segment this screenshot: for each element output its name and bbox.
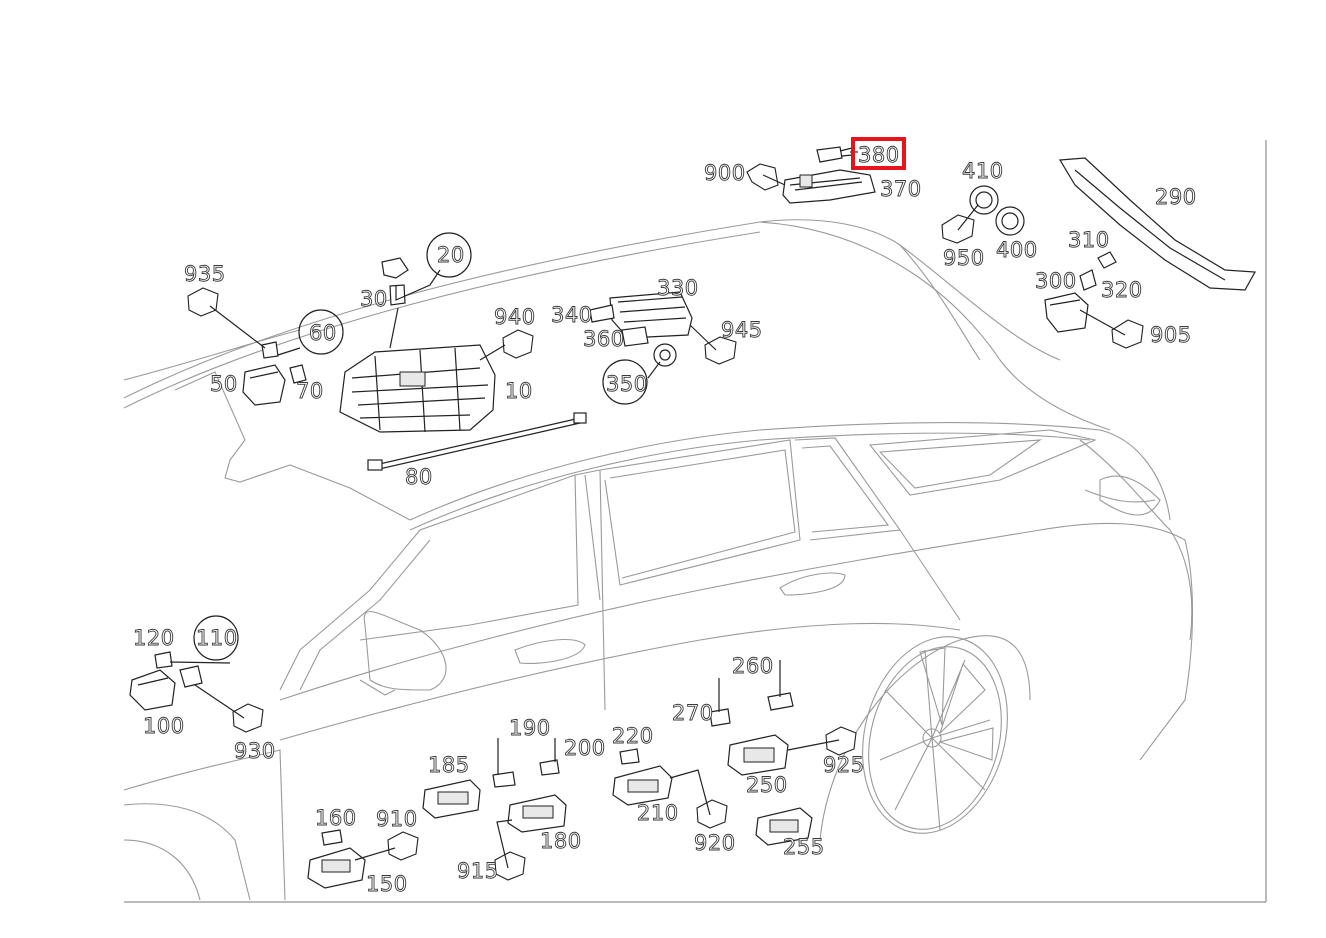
part-925-drawing	[825, 726, 857, 756]
part-945-drawing	[704, 336, 737, 365]
label-935[interactable]: 935	[184, 262, 226, 287]
part-labels: 900 380 370 410 290 310 400 950 300 320 …	[133, 143, 1197, 897]
highlight-box-380	[851, 137, 906, 170]
label-370[interactable]: 370	[880, 177, 922, 202]
label-210[interactable]: 210	[637, 801, 679, 826]
label-270[interactable]: 270	[672, 701, 714, 726]
part-935-drawing	[187, 287, 219, 317]
label-920[interactable]: 920	[694, 831, 736, 856]
label-330[interactable]: 330	[657, 276, 699, 301]
label-290[interactable]: 290	[1155, 185, 1197, 210]
part-300-drawing	[1044, 292, 1089, 333]
part-350-drawing	[653, 343, 677, 367]
part-320-drawing	[1079, 269, 1097, 291]
part-110-drawing	[179, 665, 203, 688]
part-10-drawing	[339, 344, 496, 433]
part-270-drawing	[709, 708, 731, 727]
part-915-drawing	[494, 851, 526, 881]
label-940[interactable]: 940	[494, 305, 536, 330]
label-900[interactable]: 900	[704, 161, 746, 186]
part-180-drawing	[507, 794, 567, 833]
part-360-drawing	[621, 326, 649, 347]
label-185[interactable]: 185	[428, 753, 470, 778]
label-70[interactable]: 70	[296, 379, 324, 404]
label-circles	[193, 232, 648, 661]
label-945[interactable]: 945	[721, 318, 763, 343]
part-900-drawing	[746, 163, 779, 191]
part-290-drawing	[1058, 157, 1256, 291]
part-330-drawing	[609, 291, 693, 339]
label-160[interactable]: 160	[315, 806, 357, 831]
part-50-drawing	[242, 364, 286, 406]
part-340-drawing	[589, 304, 615, 323]
part-400-drawing	[995, 206, 1025, 236]
part-70-drawing	[289, 364, 307, 384]
label-60[interactable]: 60	[309, 321, 337, 346]
part-930-drawing	[232, 703, 264, 733]
label-320[interactable]: 320	[1101, 278, 1143, 303]
label-400[interactable]: 400	[996, 238, 1038, 263]
label-220[interactable]: 220	[612, 724, 654, 749]
part-60-drawing	[261, 341, 279, 359]
part-950-drawing	[941, 214, 975, 244]
part-905-drawing	[1111, 319, 1144, 349]
car-outline	[123, 219, 1194, 901]
part-370-drawing	[782, 169, 876, 204]
part-120-drawing	[154, 651, 173, 669]
part-260-drawing	[767, 692, 794, 711]
part-250-drawing	[727, 734, 789, 776]
label-360[interactable]: 360	[583, 327, 625, 352]
label-915[interactable]: 915	[457, 859, 499, 884]
label-80[interactable]: 80	[405, 465, 433, 490]
label-340[interactable]: 340	[551, 303, 593, 328]
label-350[interactable]: 350	[606, 372, 648, 397]
diagram-frame	[124, 140, 1267, 903]
label-120[interactable]: 120	[133, 626, 175, 651]
part-100-drawing	[129, 669, 176, 711]
label-30[interactable]: 30	[360, 287, 388, 312]
leader-lines	[169, 151, 1126, 869]
label-110[interactable]: 110	[196, 626, 238, 651]
label-200[interactable]: 200	[564, 736, 606, 761]
part-190-drawing	[492, 771, 516, 788]
part-30-drawing	[389, 284, 406, 306]
label-250[interactable]: 250	[746, 773, 788, 798]
label-50[interactable]: 50	[210, 372, 238, 397]
part-380-drawing	[816, 146, 853, 163]
label-410[interactable]: 410	[962, 159, 1004, 184]
part-185-drawing	[422, 779, 481, 819]
label-930[interactable]: 930	[234, 739, 276, 764]
label-925[interactable]: 925	[823, 753, 865, 778]
part-220-drawing	[619, 748, 640, 765]
part-910-drawing	[387, 831, 419, 861]
part-310-drawing	[1097, 251, 1117, 269]
part-210-drawing	[612, 765, 673, 806]
label-100[interactable]: 100	[143, 714, 185, 739]
part-80-drawing	[367, 412, 587, 471]
label-150[interactable]: 150	[366, 872, 408, 897]
label-950[interactable]: 950	[943, 246, 985, 271]
label-20[interactable]: 20	[437, 243, 465, 268]
part-150-drawing	[307, 847, 366, 889]
label-260[interactable]: 260	[732, 654, 774, 679]
label-380[interactable]: 380	[858, 143, 900, 168]
label-905[interactable]: 905	[1150, 323, 1192, 348]
part-160-drawing	[321, 829, 343, 846]
part-255-drawing	[755, 807, 813, 846]
label-300[interactable]: 300	[1035, 269, 1077, 294]
part-200-drawing	[539, 759, 560, 776]
part-drawings	[129, 146, 1256, 889]
label-10[interactable]: 10	[505, 379, 533, 404]
part-920-drawing	[696, 799, 728, 829]
part-20-drawing	[381, 257, 409, 279]
label-190[interactable]: 190	[509, 716, 551, 741]
part-940-drawing	[502, 329, 534, 359]
label-310[interactable]: 310	[1068, 228, 1110, 253]
label-910[interactable]: 910	[376, 807, 418, 832]
label-255[interactable]: 255	[783, 835, 825, 860]
label-180[interactable]: 180	[540, 829, 582, 854]
